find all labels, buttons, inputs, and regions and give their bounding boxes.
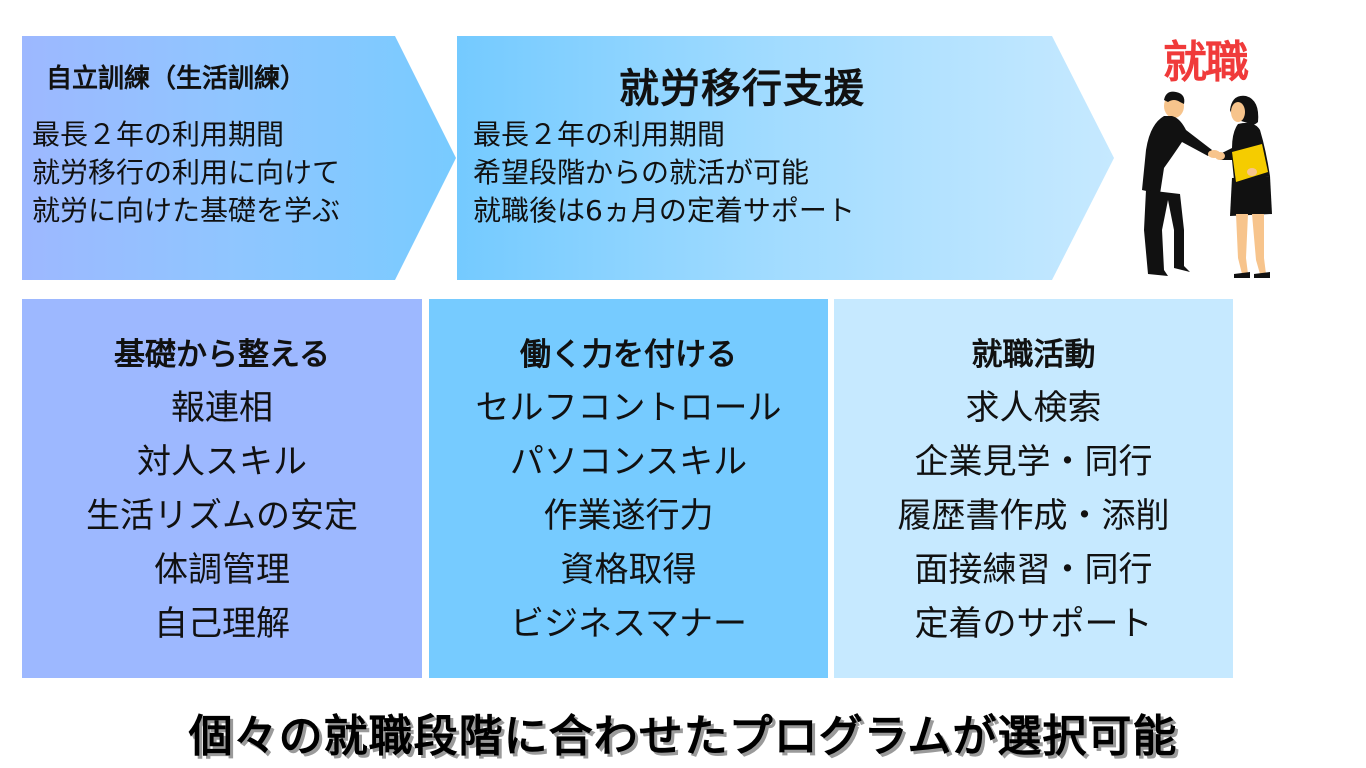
stage-description: 最長２年の利用期間 希望段階からの就活が可能 就職後は6ヵ月の定着サポート (473, 116, 855, 230)
program-item: 履歴書作成・添削 (897, 496, 1170, 536)
stage-line: 就労移行の利用に向けて (32, 156, 341, 189)
program-item: 対人スキル (137, 442, 307, 482)
program-item: セルフコントロール (475, 388, 782, 428)
program-item: ビジネスマナー (510, 604, 747, 644)
program-box-title: 働く力を付ける (520, 337, 737, 373)
program-item-list: 求人検索 企業見学・同行 履歴書作成・添削 面接練習・同行 定着のサポート (834, 381, 1233, 651)
stage-line: 最長２年の利用期間 (473, 118, 726, 151)
handshake-illustration-icon (1142, 91, 1272, 278)
program-item: 面接練習・同行 (914, 550, 1153, 590)
stage-arrow-independence-training: 自立訓練（生活訓練） 最長２年の利用期間 就労移行の利用に向けて 就労に向けた基… (22, 36, 456, 280)
program-item: 報連相 (171, 388, 273, 428)
program-item: パソコンスキル (509, 442, 748, 482)
program-item: 資格取得 (560, 550, 697, 590)
stage-title: 自立訓練（生活訓練） (46, 64, 307, 94)
stage-description: 最長２年の利用期間 就労移行の利用に向けて 就労に向けた基礎を学ぶ (32, 116, 340, 230)
stage-arrow-employment-transition: 就労移行支援 最長２年の利用期間 希望段階からの就活が可能 就職後は6ヵ月の定着… (457, 36, 1114, 280)
program-item: 作業遂行力 (543, 496, 714, 536)
program-item: 生活リズムの安定 (86, 496, 358, 536)
stage-line: 希望段階からの就活が可能 (473, 156, 810, 189)
program-box-work-skills: 働く力を付ける セルフコントロール パソコンスキル 作業遂行力 資格取得 ビジネ… (429, 299, 828, 678)
footer-headline: 個々の就職段階に合わせたプログラムが選択可能 (188, 711, 1178, 762)
stage-line: 最長２年の利用期間 (32, 118, 285, 151)
goal-label: 就職 (1163, 37, 1249, 88)
program-box-title: 基礎から整える (113, 337, 331, 373)
stage-line: 就労に向けた基礎を学ぶ (32, 194, 341, 227)
goal-employment: 就職 (1130, 26, 1280, 284)
program-box-job-hunting: 就職活動 求人検索 企業見学・同行 履歴書作成・添削 面接練習・同行 定着のサポ… (834, 299, 1233, 678)
program-item: 自己理解 (154, 604, 290, 644)
program-item: 企業見学・同行 (914, 442, 1153, 482)
program-item: 体調管理 (154, 550, 290, 590)
program-box-basics: 基礎から整える 報連相 対人スキル 生活リズムの安定 体調管理 自己理解 (22, 299, 422, 678)
program-item: 求人検索 (965, 388, 1102, 428)
program-item: 定着のサポート (914, 604, 1153, 644)
program-item-list: 報連相 対人スキル 生活リズムの安定 体調管理 自己理解 (22, 381, 422, 651)
program-box-title: 就職活動 (971, 337, 1096, 373)
stage-line: 就職後は6ヵ月の定着サポート (473, 194, 855, 227)
program-item-list: セルフコントロール パソコンスキル 作業遂行力 資格取得 ビジネスマナー (429, 381, 828, 651)
stage-title: 就労移行支援 (619, 66, 865, 112)
